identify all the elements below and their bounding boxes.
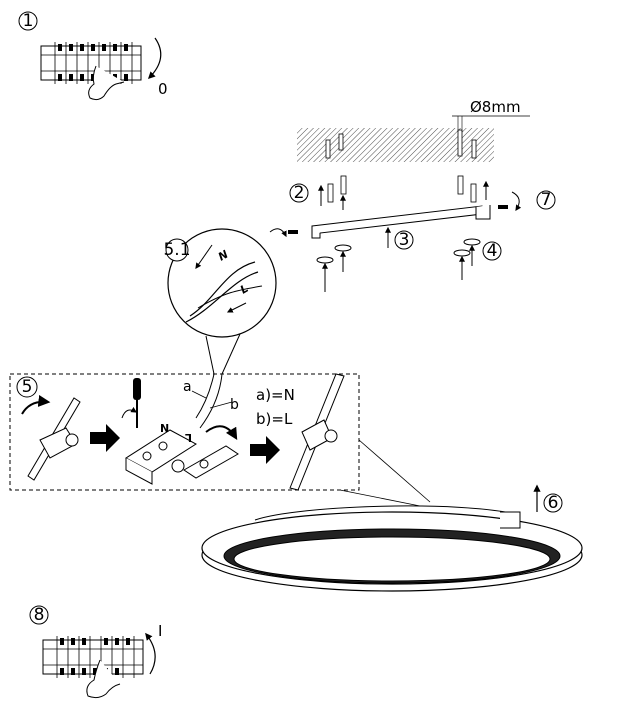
step-8-breaker-on: 8 I [29,605,162,699]
step-5-badge [16,376,38,398]
step-6-badge [543,493,563,513]
closed-clamp-icon [289,373,345,491]
side-screw-icon [269,191,522,238]
wire-leads [191,373,233,429]
step-3-badge [394,230,414,250]
step-8-number: 8 [34,605,45,625]
breaker-panel-icon [40,42,142,84]
mounting-bracket [311,205,491,248]
arrow-right-icon [90,424,120,452]
step-2-number: 2 [294,183,305,203]
rotate-arrow-icon [147,37,162,80]
terminal-cover-icon [183,425,239,479]
step-5-1-badge [165,238,189,262]
step-2-badge [289,183,309,203]
wire-strip-detail [167,228,277,375]
wire-a-label: a [183,379,192,395]
step-4-badge [482,241,502,261]
hand-icon [88,65,125,101]
drill-diameter-label: Ø8mm [470,98,521,116]
wire-a-meaning: a)=N [256,386,295,404]
hand-icon [86,659,121,699]
wall-plug-icon [318,175,489,210]
leader-line [358,439,431,503]
leader-line [339,489,421,507]
step-5-number: 5 [22,377,33,397]
step-1-number: 1 [23,11,34,31]
screwdriver-icon [121,378,141,428]
cable-clamp-icon [21,394,81,481]
terminal-block [125,429,197,485]
terminal-l-label: L [185,431,192,444]
step-1-breaker-off: 1 0 [18,11,168,101]
step-1-badge [18,11,38,31]
switch-on-label: I [158,622,162,640]
arrow-right-icon-2 [250,436,280,464]
screw-icon [316,238,481,292]
wire-b-label: b [230,397,239,413]
ceiling-lamp [201,484,583,592]
step-8-badge [29,605,49,625]
step-7-badge [536,190,556,210]
step-5-1-number: 5.1 [163,240,190,260]
step-3-number: 3 [399,230,410,250]
step-7-number: 7 [541,190,552,210]
rotate-arrow-icon [145,632,156,675]
terminal-n-label: N [160,422,169,435]
breaker-panel-icon [42,636,144,678]
ceiling-block [297,115,530,162]
switch-off-label: 0 [158,80,168,98]
step-6-number: 6 [548,493,559,513]
wire-b-meaning: b)=L [256,410,293,428]
step-4-number: 4 [487,241,498,261]
